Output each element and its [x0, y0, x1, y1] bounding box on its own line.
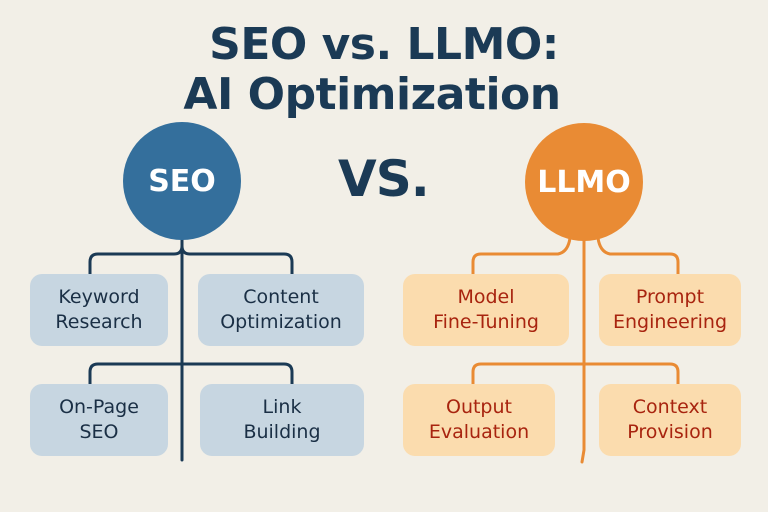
box-label: On-Page SEO — [59, 396, 139, 443]
box-label: Output Evaluation — [428, 396, 530, 443]
seo-box-on-page-seo: On-Page SEO — [30, 384, 168, 456]
llmo-box-context-provision: Context Provision — [599, 384, 741, 456]
box-label: Keyword Research — [55, 286, 143, 333]
llmo-box-prompt-engineering: Prompt Engineering — [599, 274, 741, 346]
box-label: Model Fine-Tuning — [433, 286, 539, 333]
box-label: Prompt Engineering — [613, 286, 727, 333]
llmo-circle: LLMO — [525, 123, 643, 241]
title-line-2: AI Optimization — [183, 69, 561, 120]
box-label: Context Provision — [627, 396, 713, 443]
llmo-box-model-fine-tuning: Model Fine-Tuning — [403, 274, 569, 346]
llmo-box-output-evaluation: Output Evaluation — [403, 384, 555, 456]
box-label: Link Building — [243, 396, 321, 443]
seo-box-link-building: Link Building — [200, 384, 364, 456]
seo-box-keyword-research: Keyword Research — [30, 274, 168, 346]
seo-box-content-optimization: Content Optimization — [198, 274, 364, 346]
seo-label: SEO — [148, 163, 216, 199]
title-line-1: SEO vs. LLMO: — [209, 19, 559, 70]
seo-circle: SEO — [123, 122, 241, 240]
box-label: Content Optimization — [220, 286, 342, 333]
llmo-label: LLMO — [537, 164, 631, 200]
vs-label: VS. — [338, 150, 430, 208]
